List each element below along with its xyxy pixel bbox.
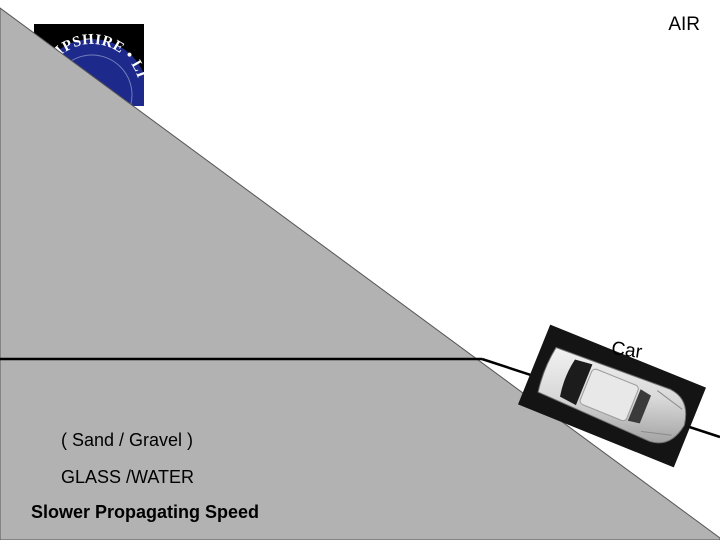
glass-water-label: GLASS /WATER [61, 467, 195, 487]
car-roof [579, 368, 639, 422]
sand-gravel-label: ( Sand / Gravel ) [61, 430, 194, 450]
slow-medium-region [0, 7, 720, 540]
car-rear-window [627, 389, 651, 424]
car-label: Car [610, 338, 644, 364]
car-windshield [560, 359, 593, 406]
slower-speed-label: Slower Propagating Speed [31, 502, 260, 522]
air-label: AIR [668, 14, 700, 35]
car-image [518, 324, 706, 468]
